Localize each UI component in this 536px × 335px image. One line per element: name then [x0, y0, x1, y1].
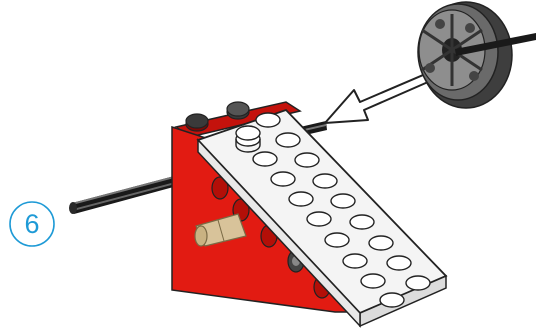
step-number: 6: [6, 198, 58, 250]
pulley-wheel-icon: [418, 2, 536, 108]
